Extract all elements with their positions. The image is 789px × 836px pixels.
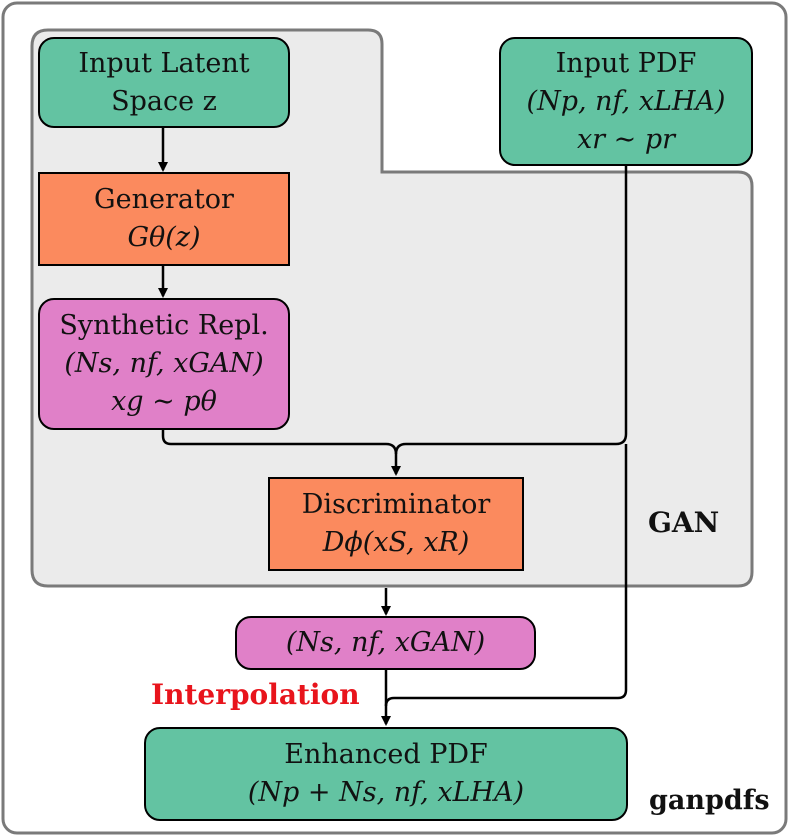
connector-inputpdf-to-enhanced (384, 444, 628, 707)
discriminator-line1: Discriminator (301, 489, 491, 520)
input-pdf-line2: (Np, nf, xLHA) (526, 85, 726, 117)
enhanced-pdf-node: Enhanced PDF (Np + Ns, nf, xLHA) (144, 727, 628, 821)
input-pdf-line1: Input PDF (555, 47, 697, 79)
gan-output-line1: (Ns, nf, xGAN) (285, 627, 486, 658)
gan-region (30, 28, 754, 588)
synthetic-line1: Synthetic Repl. (59, 310, 269, 341)
input-latent-line1: Input Latent (78, 47, 250, 79)
discriminator-node: Discriminator Dϕ(xS, xR) (268, 477, 524, 571)
synthetic-line3: xg ∼ pθ (111, 386, 217, 417)
gan-label: GAN (648, 506, 720, 539)
synthetic-replicas-node: Synthetic Repl. (Ns, nf, xGAN) xg ∼ pθ (38, 298, 290, 430)
generator-line2: Gθ(z) (127, 222, 201, 253)
generator-line1: Generator (94, 184, 234, 215)
interpolation-label: Interpolation (151, 678, 360, 711)
input-latent-line2: Space z (111, 85, 217, 117)
ganpdfs-label: ganpdfs (649, 785, 770, 816)
enhanced-pdf-line2: (Np + Ns, nf, xLHA) (247, 777, 525, 808)
gan-output-node: (Ns, nf, xGAN) (235, 616, 536, 670)
discriminator-line2: Dϕ(xS, xR) (322, 527, 470, 558)
connector-inputpdf-to-discriminator (394, 166, 628, 455)
input-latent-space-node: Input Latent Space z (38, 37, 290, 128)
enhanced-pdf-line1: Enhanced PDF (284, 739, 488, 770)
input-pdf-line3: xr ∼ pr (576, 123, 676, 155)
input-pdf-node: Input PDF (Np, nf, xLHA) xr ∼ pr (499, 37, 753, 166)
generator-node: Generator Gθ(z) (38, 172, 290, 266)
synthetic-line2: (Ns, nf, xGAN) (64, 348, 264, 379)
